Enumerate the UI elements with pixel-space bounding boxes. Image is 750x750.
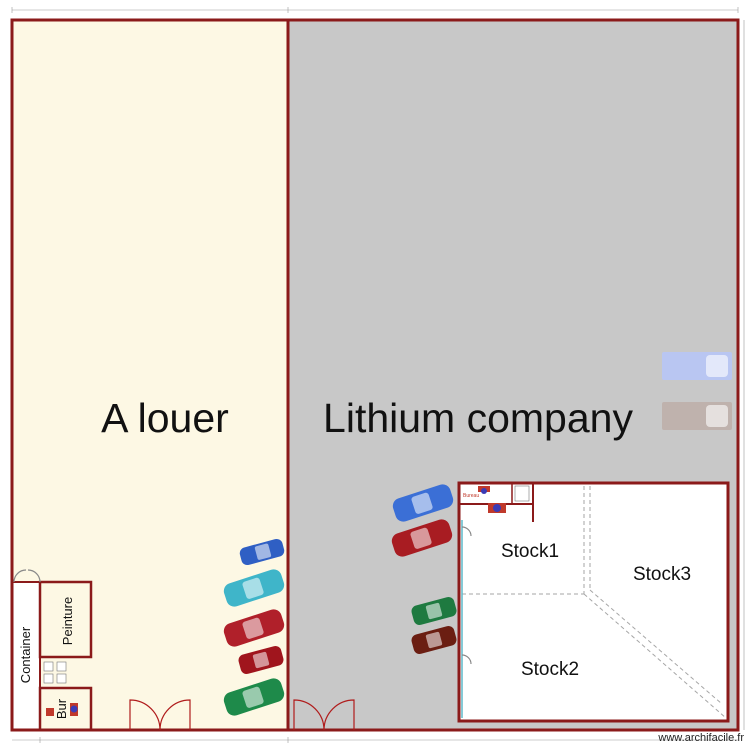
a-louer-floor <box>12 20 288 730</box>
room-label-stock1: Stock1 <box>501 541 559 562</box>
doors <box>13 526 472 731</box>
stock-area-floor <box>460 484 727 721</box>
car-green-right <box>411 596 457 626</box>
room-label-stock3: Stock3 <box>633 564 691 585</box>
car-green-left <box>223 678 285 716</box>
van-blue <box>662 352 732 380</box>
car-red-left-1 <box>223 609 285 647</box>
dimension-lines <box>11 7 745 743</box>
room-label-stock2: Stock2 <box>521 659 579 680</box>
fixtures <box>43 485 530 716</box>
car-blue-right <box>392 484 454 522</box>
car-blue-left <box>239 538 285 566</box>
room-label-a-louer: A louer <box>101 395 229 441</box>
room-label-bureau-small: Bureau <box>463 493 479 499</box>
room-label-bur: Bur <box>54 698 69 719</box>
walls <box>10 18 740 732</box>
stock-dividers <box>462 486 727 719</box>
car-cyan-left <box>223 569 285 607</box>
room-label-lithium-company: Lithium company <box>323 395 633 441</box>
car-red-right <box>391 519 453 557</box>
container-floor <box>12 582 40 730</box>
archifacile-credit[interactable]: www.archifacile.fr <box>658 732 744 744</box>
car-brown-right <box>411 625 457 655</box>
car-red-left-2 <box>238 645 284 675</box>
van-grey <box>662 402 732 430</box>
room-label-peinture: Peinture <box>60 597 75 645</box>
room-label-container: Container <box>18 626 33 683</box>
